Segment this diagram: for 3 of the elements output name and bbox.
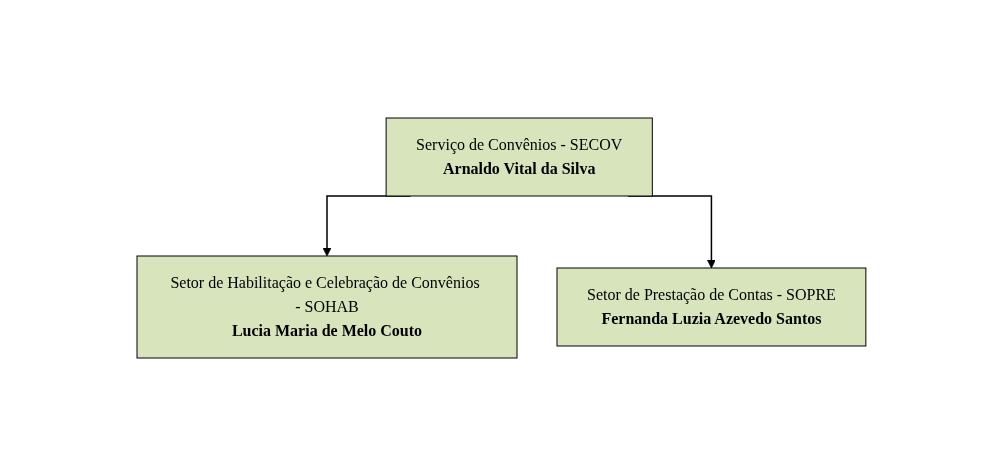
node-box: Setor de Habilitação e Celebração de Convênios - SOHAB Lucia Maria de Melo Couto	[136, 255, 518, 358]
node-box: Setor de Prestação de Contas - SOPRE Fernanda Luzia Azevedo Santos	[556, 267, 867, 346]
node-box: Serviço de Convênios - SECOV Arnaldo Vital da Silva	[385, 117, 653, 196]
